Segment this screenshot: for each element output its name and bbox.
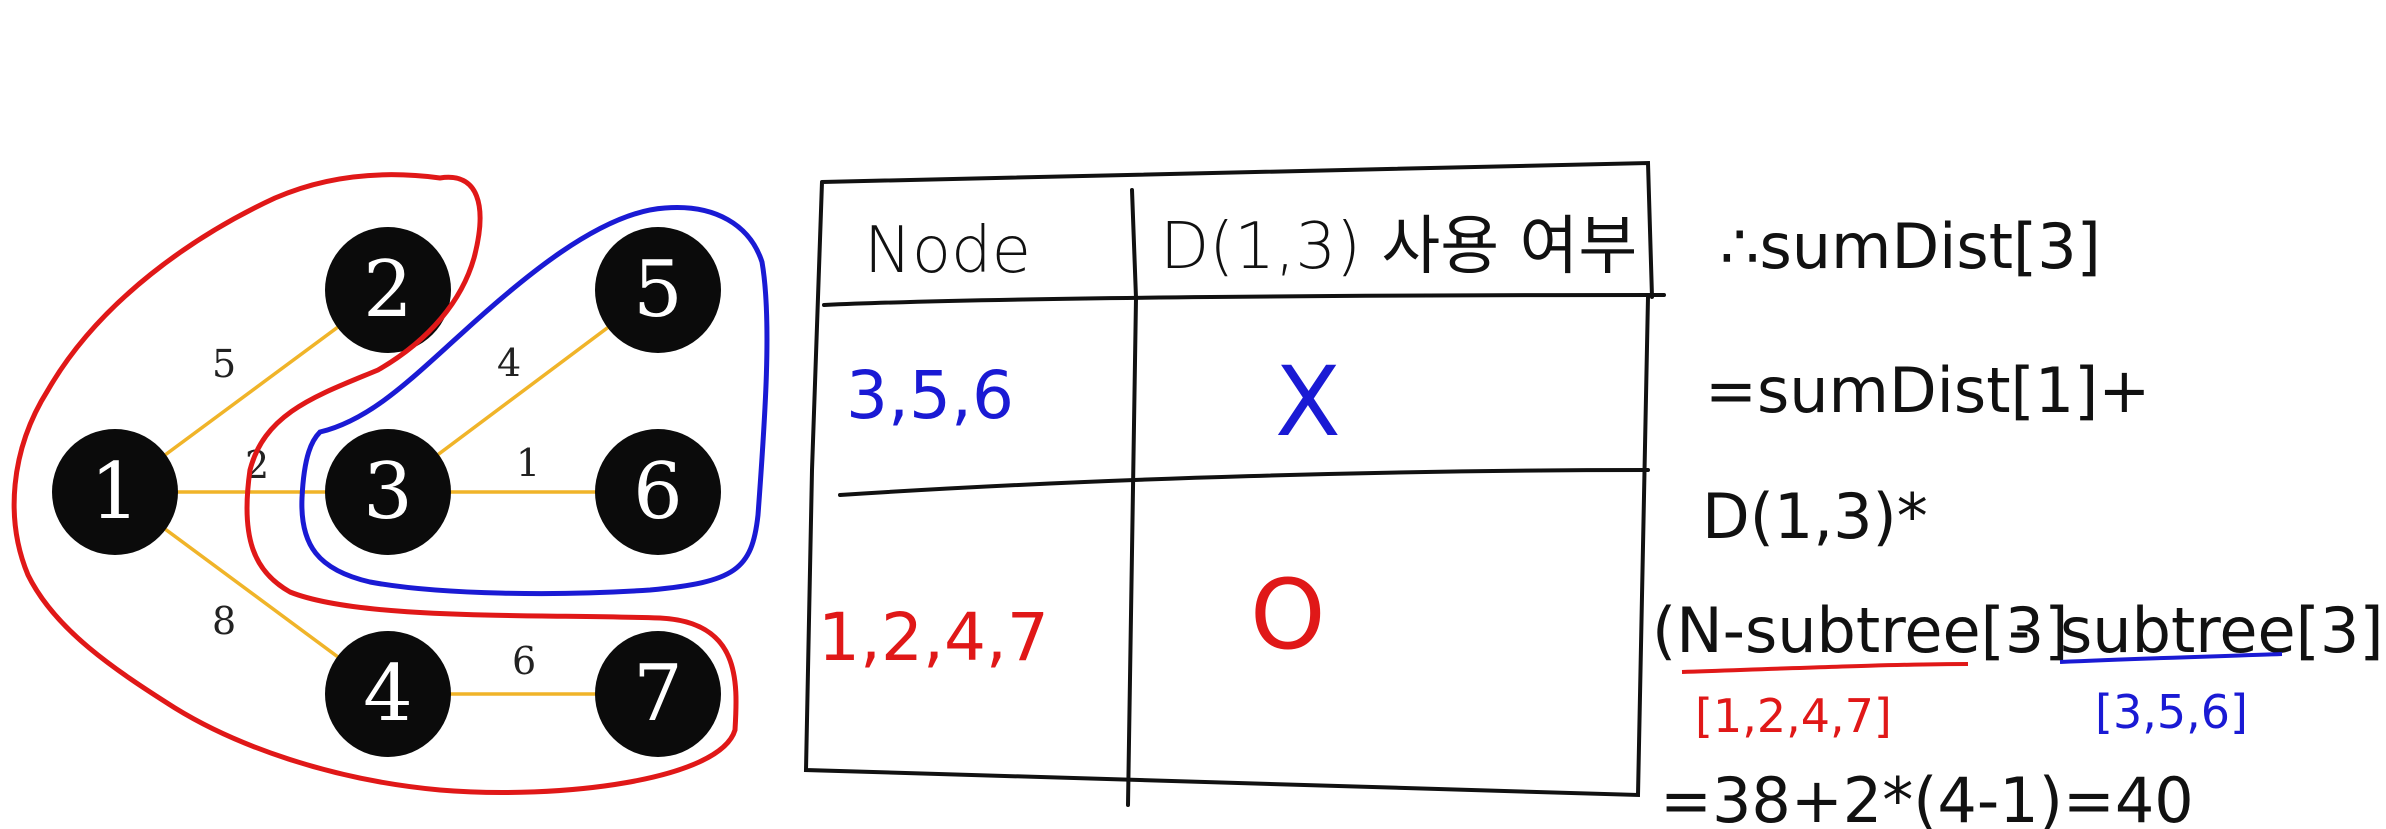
formula-line3: D(1,3)* bbox=[1702, 480, 1928, 553]
row2-nodes: 1,2,4,7 bbox=[818, 599, 1049, 676]
table-row-divider bbox=[838, 468, 1650, 497]
node-5-label: 5 bbox=[633, 245, 683, 335]
tree-graph: 5 2 8 4 1 6 1 2 3 4 bbox=[11, 172, 770, 795]
node-6: 6 bbox=[595, 429, 721, 555]
node-7-label: 7 bbox=[633, 649, 683, 739]
blue-underline bbox=[2059, 652, 2283, 664]
table-border bbox=[803, 160, 1654, 798]
formula-line2: =sumDist[1]+ bbox=[1705, 354, 2150, 427]
node-4: 4 bbox=[325, 631, 451, 757]
table-header-divider bbox=[822, 293, 1666, 307]
row2-mark: O bbox=[1250, 559, 1326, 671]
note-blue: [3,5,6] bbox=[2095, 685, 2248, 739]
node-2-label: 2 bbox=[363, 245, 413, 335]
note-red: [1,2,4,7] bbox=[1695, 689, 1892, 743]
row1-nodes: 3,5,6 bbox=[846, 357, 1014, 434]
formula-line1: ∴sumDist[3] bbox=[1720, 210, 2101, 283]
header-usage: D(1,3) 사용 여부 bbox=[1160, 210, 1637, 284]
table-column-divider bbox=[1126, 188, 1139, 807]
header-node: Node bbox=[864, 214, 1031, 288]
node-4-label: 4 bbox=[363, 649, 413, 739]
nodes: 1 2 3 4 5 6 7 bbox=[52, 227, 721, 757]
node-6-label: 6 bbox=[633, 447, 683, 537]
node-3-label: 3 bbox=[363, 447, 413, 537]
node-7: 7 bbox=[595, 631, 721, 757]
usage-table: Node D(1,3) 사용 여부 3,5,6 X 1,2,4,7 O bbox=[803, 160, 1666, 807]
node-2: 2 bbox=[325, 227, 451, 353]
formula-line4-minus: - bbox=[2008, 594, 2030, 667]
weight-1-2: 5 bbox=[212, 342, 236, 386]
node-1-label: 1 bbox=[90, 447, 140, 537]
node-3: 3 bbox=[325, 429, 451, 555]
row1-mark: X bbox=[1275, 346, 1341, 458]
node-5: 5 bbox=[595, 227, 721, 353]
weight-1-4: 8 bbox=[212, 599, 236, 643]
red-group-outline bbox=[11, 172, 739, 795]
red-underline bbox=[1681, 662, 1969, 674]
formula-line5: =38+2*(4-1)=40 bbox=[1660, 764, 2194, 829]
blue-group-outline bbox=[299, 205, 770, 597]
formula-block: ∴sumDist[3] =sumDist[1]+ D(1,3)* (N-subt… bbox=[1652, 210, 2386, 829]
weight-4-7: 6 bbox=[512, 639, 536, 683]
node-1: 1 bbox=[52, 429, 178, 555]
weight-3-6: 1 bbox=[516, 441, 540, 485]
weight-3-5: 4 bbox=[497, 341, 521, 385]
formula-line4-left: (N-subtree[3] bbox=[1652, 594, 2068, 667]
